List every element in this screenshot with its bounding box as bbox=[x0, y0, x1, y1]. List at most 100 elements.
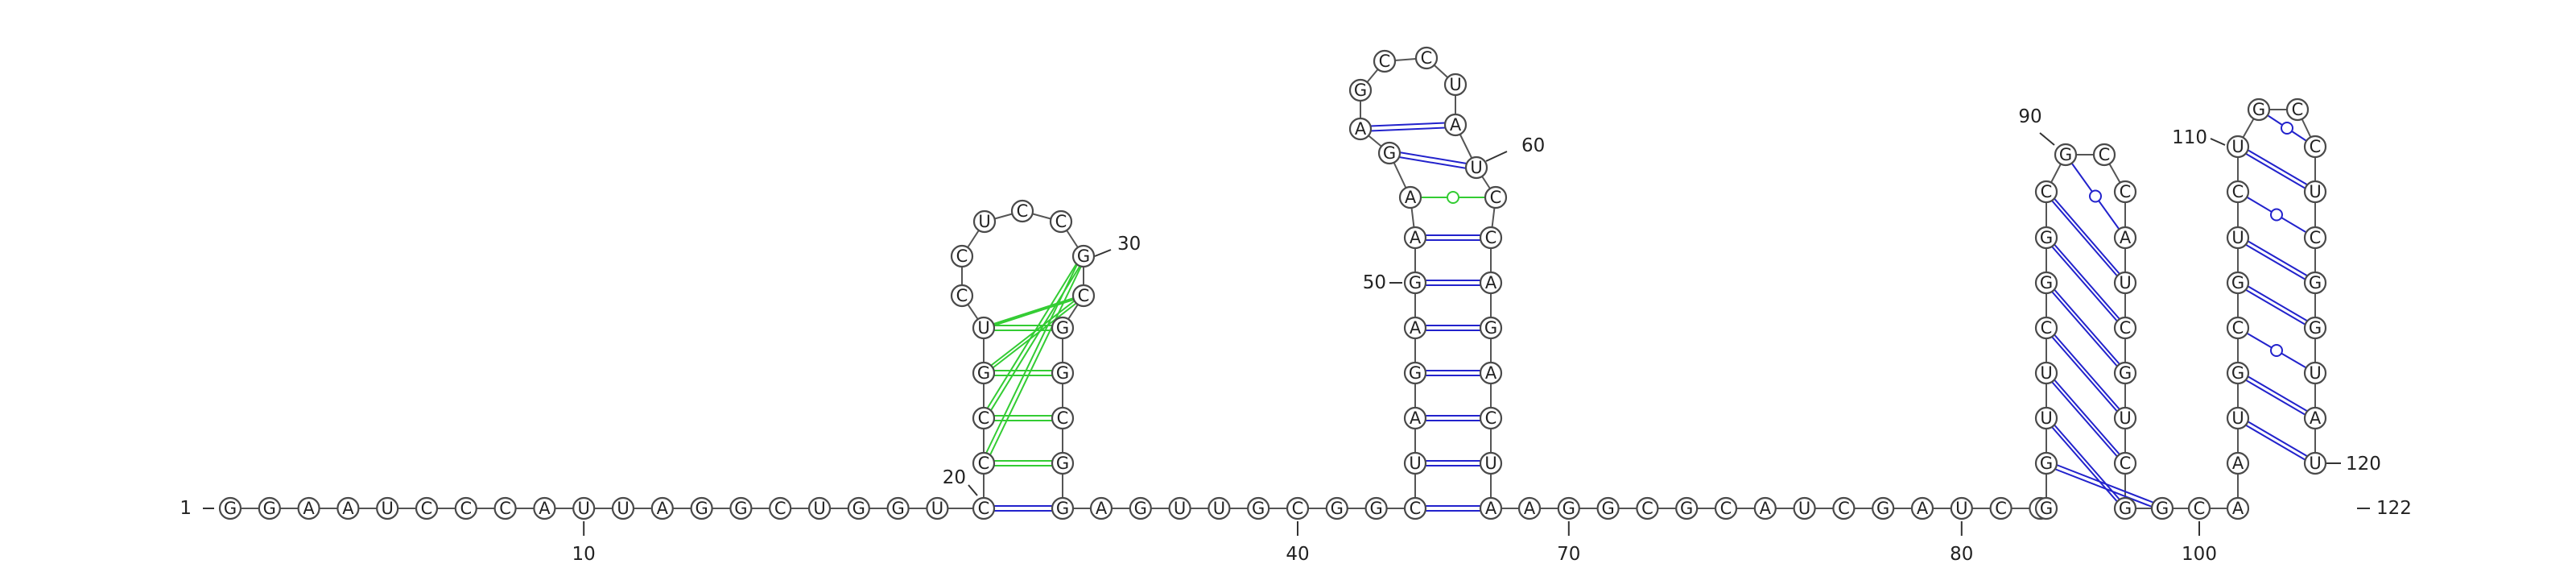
nucleotide-14: G bbox=[729, 496, 753, 520]
nucleotide-circle bbox=[297, 496, 320, 520]
nucleotide-circle bbox=[1479, 226, 1503, 250]
nucleotide-letter: A bbox=[1410, 408, 1422, 428]
canonical-pair-line bbox=[2237, 284, 2316, 331]
nucleotide-117: G bbox=[2303, 271, 2327, 295]
nucleotide-71: G bbox=[1596, 496, 1620, 520]
nucleotide-letter: C bbox=[2120, 182, 2132, 201]
base-pair-layer bbox=[980, 109, 2316, 512]
nucleotide-letter: C bbox=[2041, 318, 2053, 338]
nucleotide-circle bbox=[1168, 496, 1191, 520]
nucleotide-25: C bbox=[950, 284, 974, 308]
nucleotide-116: C bbox=[2303, 226, 2327, 250]
nucleotide-circle bbox=[972, 451, 996, 475]
nucleotide-circle bbox=[2034, 226, 2058, 250]
nucleotide-41: G bbox=[1247, 496, 1270, 520]
nucleotide-28: C bbox=[1010, 199, 1034, 223]
nucleotide-24: U bbox=[972, 316, 996, 340]
nucleotide-12: A bbox=[650, 496, 674, 520]
nucleotide-circle bbox=[1051, 406, 1075, 430]
nucleotide-letter: C bbox=[1485, 408, 1497, 428]
nucleotide-108: G bbox=[2226, 271, 2250, 295]
position-tick bbox=[1485, 151, 1508, 162]
nucleotide-letter: G bbox=[1680, 499, 1693, 518]
canonical-pair-line bbox=[1389, 155, 1477, 171]
nucleotide-letter: C bbox=[1379, 52, 1391, 71]
nucleotide-circle bbox=[2113, 271, 2137, 295]
nucleotide-86: U bbox=[2034, 361, 2058, 385]
nucleotide-circle bbox=[2247, 97, 2271, 122]
nucleotide-39: U bbox=[1168, 496, 1191, 520]
position-label-70: 70 bbox=[1557, 544, 1580, 565]
nucleotide-76: U bbox=[1793, 496, 1816, 520]
nucleotide-circle bbox=[1325, 496, 1348, 520]
nucleotide-circle bbox=[2034, 271, 2058, 295]
pseudoknot-line bbox=[985, 255, 1087, 464]
canonical-pair-line bbox=[2046, 193, 2126, 286]
nucleotide-letter: C bbox=[978, 454, 990, 473]
nucleotide-letter: A bbox=[657, 499, 669, 518]
nucleotide-letter: G bbox=[1056, 363, 1069, 383]
nucleotide-18: G bbox=[886, 496, 910, 520]
nucleotide-101: G bbox=[2150, 496, 2174, 520]
nucleotide-circle bbox=[2034, 496, 2058, 520]
position-tick bbox=[2210, 138, 2226, 146]
nucleotide-20: C bbox=[972, 496, 996, 520]
nucleotide-letter: U bbox=[2040, 408, 2052, 428]
nucleotide-5: U bbox=[376, 496, 399, 520]
nucleotide-83: G bbox=[2034, 496, 2058, 520]
nucleotide-circle bbox=[1484, 185, 1508, 209]
nucleotide-letter: U bbox=[2119, 273, 2131, 292]
nucleotide-letter: U bbox=[977, 318, 989, 338]
nucleotide-121: U bbox=[2303, 451, 2327, 475]
nucleotide-letter: C bbox=[1078, 286, 1090, 305]
nucleotide-34: C bbox=[1051, 406, 1075, 430]
nucleotide-circle bbox=[972, 406, 996, 430]
nucleotide-52: A bbox=[1398, 185, 1422, 209]
nucleotide-letter: U bbox=[2309, 454, 2321, 473]
nucleotide-letter: C bbox=[2120, 318, 2132, 338]
wobble-pair-marker bbox=[2089, 189, 2102, 203]
nucleotide-88: G bbox=[2034, 271, 2058, 295]
nucleotide-letter: A bbox=[1355, 119, 1367, 139]
nucleotide-circle bbox=[2226, 271, 2250, 295]
nucleotide-circle bbox=[1051, 496, 1075, 520]
nucleotide-circle bbox=[2034, 451, 2058, 475]
nucleotide-letter: C bbox=[978, 499, 990, 518]
nucleotide-106: G bbox=[2226, 361, 2250, 385]
nucleotide-circle bbox=[650, 496, 674, 520]
canonical-pair-line bbox=[2237, 420, 2316, 466]
nucleotide-64: G bbox=[1479, 316, 1503, 340]
nucleotide-102: C bbox=[2187, 496, 2211, 520]
nucleotide-circle bbox=[1049, 209, 1073, 234]
nucleotide-68: A bbox=[1479, 496, 1503, 520]
pseudoknot-line bbox=[980, 295, 1082, 374]
nucleotide-circle bbox=[2226, 226, 2250, 250]
nucleotide-46: U bbox=[1403, 451, 1427, 475]
nucleotide-circle bbox=[2113, 451, 2137, 475]
nucleotide-circle bbox=[1950, 496, 1973, 520]
position-label-1: 1 bbox=[180, 498, 192, 519]
nucleotide-95: U bbox=[2113, 271, 2137, 295]
nucleotide-letter: G bbox=[1077, 247, 1090, 266]
nucleotide-103: A bbox=[2226, 496, 2250, 520]
canonical-pair-line bbox=[2237, 148, 2316, 195]
nucleotide-circle bbox=[2034, 316, 2058, 340]
canonical-pair-line bbox=[2046, 330, 2126, 421]
nucleotide-13: G bbox=[690, 496, 713, 520]
nucleotide-77: C bbox=[1832, 496, 1856, 520]
nucleotide-114: C bbox=[2303, 135, 2327, 159]
nucleotide-66: C bbox=[1479, 406, 1503, 430]
nucleotide-circle bbox=[376, 496, 399, 520]
nucleotide-letter: U bbox=[1484, 454, 1496, 473]
nucleotide-6: C bbox=[415, 496, 439, 520]
nucleotide-letter: C bbox=[1292, 499, 1304, 518]
nucleotide-29: C bbox=[1049, 209, 1073, 234]
nucleotide-letter: C bbox=[2310, 228, 2322, 247]
nucleotide-circle bbox=[1414, 46, 1439, 70]
nucleotide-letter: A bbox=[342, 499, 354, 518]
nucleotide-120: A bbox=[2303, 406, 2327, 430]
nucleotide-115: U bbox=[2303, 180, 2327, 204]
canonical-pair-line bbox=[2237, 239, 2316, 286]
nucleotide-letter: C bbox=[2232, 318, 2244, 338]
